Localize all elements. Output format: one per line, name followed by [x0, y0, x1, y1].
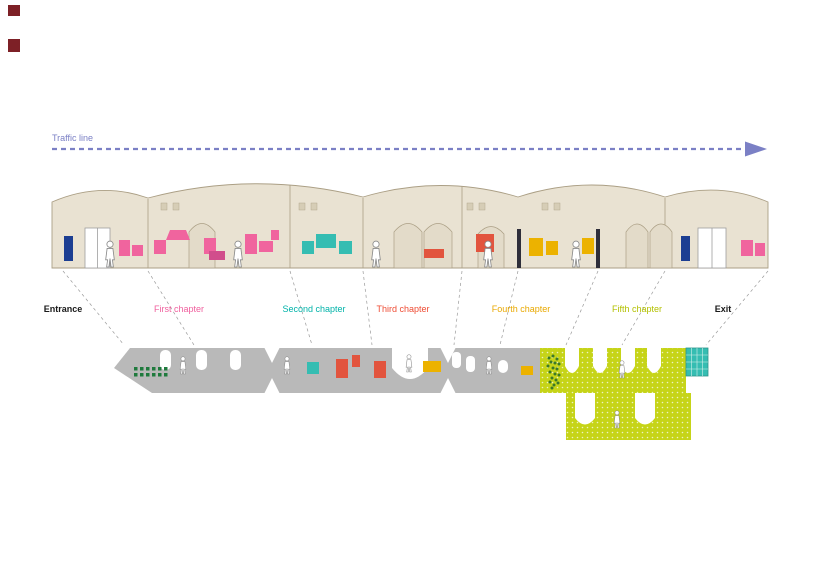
plan-teal-exhibit: [307, 362, 319, 374]
entrance-door: [64, 227, 111, 269]
teal-exhibits: [302, 234, 352, 254]
traffic-line-label: Traffic line: [52, 133, 93, 143]
plan-lime-floor: [540, 348, 691, 440]
plan-joint-notches: [264, 347, 456, 394]
traffic-line-group: Traffic line: [52, 133, 767, 157]
building-elevation: [51, 183, 769, 269]
label-entrance: Entrance: [44, 304, 83, 314]
pink-exhibits: [119, 230, 765, 256]
yellow-exhibits: [529, 238, 594, 256]
plan-niches: [160, 348, 508, 379]
section-labels: Entrance First chapter Second chapter Th…: [44, 304, 732, 314]
plan-red-exhibits: [336, 355, 386, 378]
label-chapter-4: Fourth chapter: [492, 304, 551, 314]
plan-planting-grid: [134, 367, 168, 377]
lime-tree-blob: [546, 354, 561, 390]
plan-teal-grid: [685, 347, 709, 377]
label-chapter-3: Third chapter: [376, 304, 429, 314]
label-chapter-5: Fifth chapter: [612, 304, 662, 314]
exit-door: [681, 227, 727, 269]
lime-arch-niches: [565, 348, 661, 425]
plan-view: [114, 347, 709, 440]
projection-lines: [62, 270, 769, 346]
plan-yellow-exhibits: [423, 361, 533, 375]
label-chapter-1: First chapter: [154, 304, 204, 314]
pink-table: [209, 251, 225, 260]
dark-door-frames: [517, 229, 600, 268]
corner-marks: [8, 5, 20, 52]
traffic-arrow-icon: [745, 141, 767, 157]
label-chapter-2: Second chapter: [282, 304, 345, 314]
clerestory-windows: [160, 202, 561, 211]
plan-gray-floor: [114, 348, 540, 393]
label-exit: Exit: [715, 304, 732, 314]
